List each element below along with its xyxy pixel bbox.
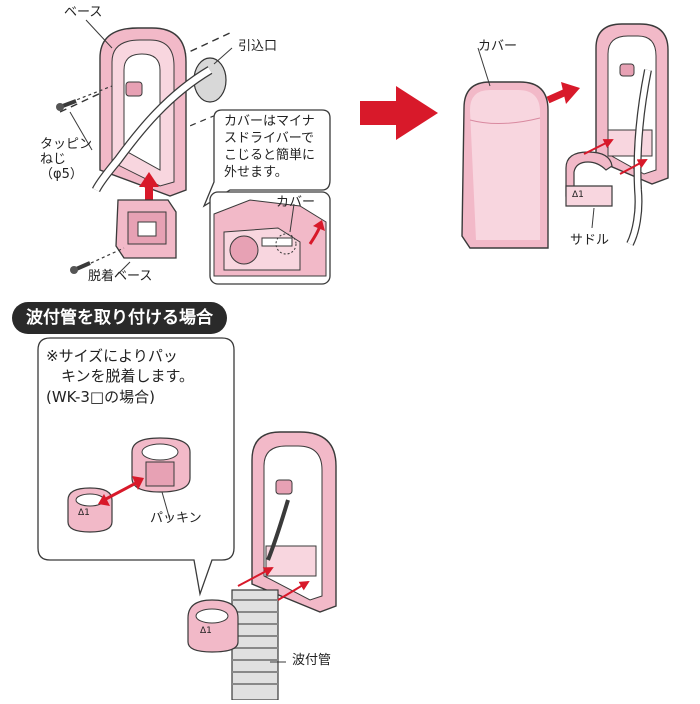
packing-outer	[131, 437, 191, 493]
screw-icon	[56, 85, 113, 111]
callout-top-text: カバーはマイナ スドライバーで こじると簡単に 外せます。	[224, 114, 316, 180]
screw-icon	[70, 247, 125, 274]
ring-mark-3: Δ1	[572, 190, 584, 200]
callout-bottom	[37, 337, 235, 597]
pry-point	[275, 233, 297, 255]
base-screw-boss	[125, 81, 143, 97]
callout-bottom-text: ※サイズによりパッ キンを脱着します。 (WK-3□の場合)	[46, 347, 195, 406]
wall-line	[59, 31, 233, 113]
cable	[93, 67, 212, 192]
arrow-icon	[98, 476, 144, 506]
ring-mark-1: Δ1	[78, 508, 90, 518]
label-corrugated-pipe: 波付管	[292, 653, 332, 668]
corrugated-pipe	[231, 589, 279, 701]
base-assembly-bottom	[187, 431, 337, 701]
callout-top	[202, 109, 331, 285]
arrow-icon	[237, 567, 310, 601]
ring-mark-2: Δ1	[200, 626, 212, 636]
detach-base	[115, 199, 177, 259]
arrow-icon	[583, 139, 648, 175]
label-packing: パッキン	[150, 511, 202, 526]
section-title: 波付管を取り付ける場合	[12, 302, 227, 334]
base-assembly-top-left	[56, 27, 233, 274]
wall-line-lower	[179, 109, 229, 131]
label-base: ベース	[64, 5, 103, 20]
arrow-icon	[360, 86, 438, 140]
saddle-packing	[187, 599, 239, 653]
label-cover: カバー	[478, 39, 518, 54]
arrow-icon	[139, 172, 159, 201]
cable-right	[627, 69, 651, 246]
label-tapping-screw: タッピン ねじ （φ5）	[40, 137, 93, 182]
label-detach-base: 脱着ベース	[88, 269, 153, 284]
label-saddle: サドル	[570, 233, 610, 248]
screwdriver	[261, 237, 293, 247]
label-inlet: 引込口	[238, 39, 278, 54]
cover-assembly-top-right	[461, 23, 669, 249]
leader-lines	[69, 19, 595, 663]
saddle	[565, 151, 613, 207]
label-cover-callout: カバー	[276, 195, 316, 210]
packing-ring	[67, 487, 113, 533]
arrow-icon	[546, 82, 580, 104]
